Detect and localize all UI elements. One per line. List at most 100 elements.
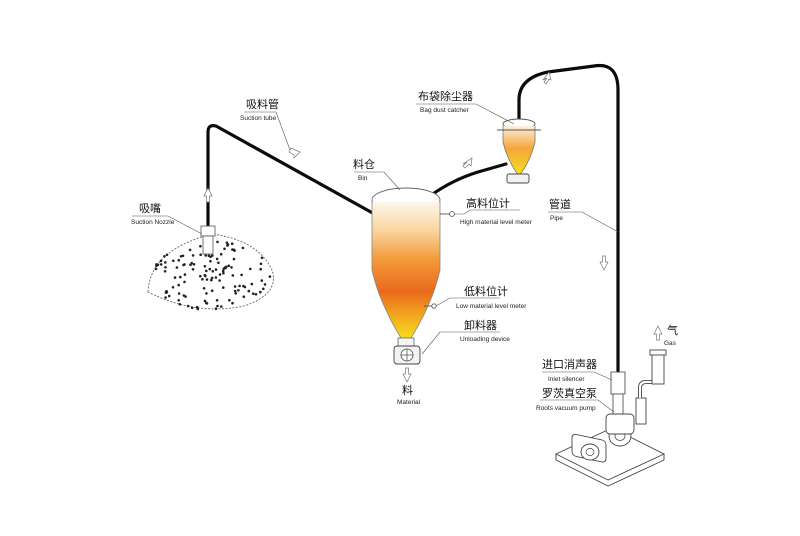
pile-dot [227,264,231,268]
flow-arrow-icon [542,71,552,85]
pile-dot [179,254,183,258]
pile-dot [191,268,195,271]
pile-dot [192,263,196,266]
label-suction-tube: 吸料管 Suction tube [240,97,279,122]
inlet-silencer [610,371,626,415]
pile-dot [216,304,219,308]
flow-arrow-icon [462,157,473,169]
pile-dot [233,285,237,288]
pile-dot [254,293,258,296]
high-level-sensor [440,211,455,217]
pile-dot [222,271,225,275]
pile-dot [210,289,214,293]
dust-pile-icon [154,240,272,311]
label-zh: 吸嘴 [139,202,161,215]
label-inlet-silencer: 进口消声器 Inlet silencer [542,357,597,383]
label-zh: 料 [402,383,413,397]
pile-dot [211,270,215,273]
pile-dot [268,275,272,278]
pile-dot [165,253,169,257]
flow-arrow-icon [599,255,609,271]
dust-exhaust-pipe [517,63,620,378]
pile-dot [164,261,167,264]
pile-dot [260,279,264,282]
bin [371,187,441,351]
pile-dot [241,246,245,250]
pile-dot [230,266,233,269]
label-en: Gas [664,340,677,347]
pile-dot [204,301,208,305]
pile-dot [242,284,245,288]
pile-dot [186,304,190,308]
pile-dot [226,244,229,247]
pile-dot [240,273,243,277]
pile-dot [203,265,207,268]
flow-arrow-icon [288,147,301,159]
pile-dot [249,267,252,271]
label-zh: 吸料管 [246,97,279,111]
pile-dot [172,259,175,263]
pile-dot [222,286,225,289]
pile-dot [259,262,263,266]
conveying-pipes [206,63,620,378]
suction-tube [206,124,380,230]
pile-dot [199,253,202,256]
pile-dot [159,263,163,266]
pile-dot [183,273,187,276]
pile-dot [203,273,207,277]
pile-dot [260,256,264,260]
vacuum-pump-icon [554,349,667,487]
label-zh: 料仓 [353,157,375,171]
label-zh: 气 [667,323,678,337]
pile-dot [165,289,168,293]
pile-dot [210,278,213,282]
pile-dot [177,258,181,262]
pile-dot [210,276,214,280]
label-zh: 低料位计 [464,284,508,298]
label-en: Bin [358,175,368,182]
pile-dot [178,303,182,306]
label-en: Inlet silencer [548,376,585,383]
pile-dot [154,267,158,271]
label-high-level-meter: 高料位计 High material level meter [460,196,533,226]
pile-dot [167,294,171,298]
pile-dot [205,292,208,295]
pile-dot [232,257,236,261]
pile-dot [234,292,237,295]
pile-dot [252,292,255,296]
pile-dot [195,305,199,309]
label-zh: 卸料器 [464,318,497,332]
flow-arrow-icon [653,325,663,341]
flow-arrow-icon [203,187,213,203]
label-zh: 高料位计 [466,196,510,210]
pile-dot [177,283,180,287]
pile-dot [230,242,234,245]
pile-dot [220,305,223,308]
pile-dot [208,267,212,271]
pile-dot [228,298,231,302]
pile-dot [237,289,240,292]
pile-dot [190,261,193,265]
pile-dot [231,301,234,305]
pile-dot [250,282,254,286]
pile-dot [182,294,186,297]
pile-dot [216,240,219,244]
pile-dot [217,261,220,265]
pile-dot [179,275,182,279]
pile-dot [177,299,180,302]
pile-dot [201,278,204,281]
label-bin: 料仓 Bin [353,157,375,182]
pile-dot [205,278,209,281]
pile-dot [205,269,208,273]
pile-dot [263,283,267,286]
pile-dot [218,279,221,282]
pile-dot [209,259,212,263]
label-zh: 管道 [549,197,571,211]
pile-dot [262,287,265,291]
label-suction-nozzle: 吸嘴 Suction Nozzle [131,202,175,226]
pile-dot [163,254,166,258]
pile-dot [203,299,207,303]
pile-dot [199,274,202,278]
pile-dot [242,295,246,299]
